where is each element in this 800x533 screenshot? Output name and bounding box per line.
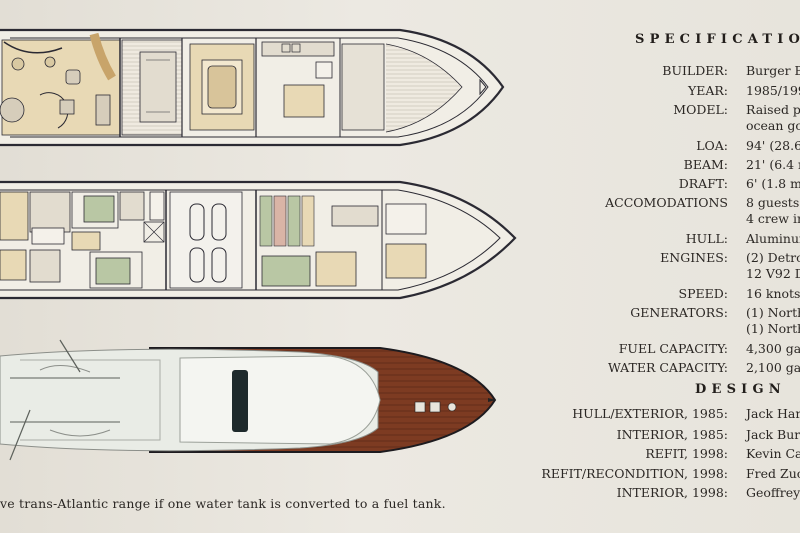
upper-deck-plan [0,28,505,147]
exterior-top-view [0,339,497,461]
engine-room [169,191,243,289]
windshield-band [232,370,248,432]
lower-deck-plan [0,180,517,300]
hardtop-roof [179,355,381,445]
specifications-heading: SPECIFICATIO [635,32,800,47]
design-heading: DESIGN [695,382,786,397]
deck-plans-drawing [0,28,517,461]
plan-caption: ve trans-Atlantic range if one water tan… [0,496,446,511]
galley-counter [283,84,325,118]
